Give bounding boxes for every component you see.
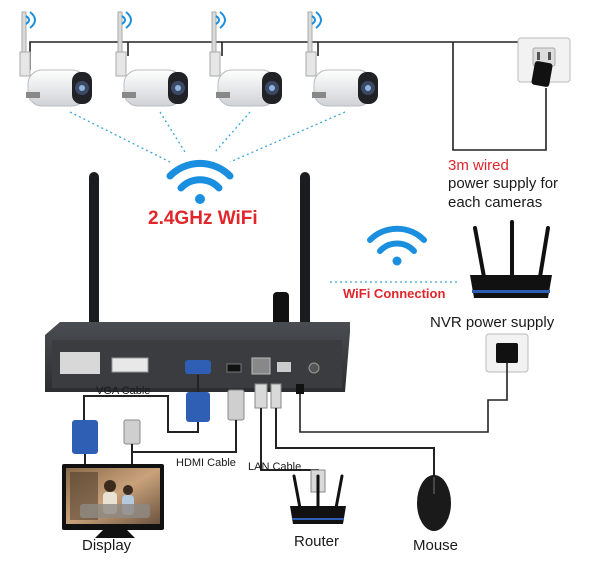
mouse-label: Mouse bbox=[413, 537, 459, 554]
hdmi-cable bbox=[123, 389, 245, 466]
display-label: Display bbox=[82, 537, 132, 554]
wired-description-line2: each cameras bbox=[448, 194, 543, 211]
nvr-power-outlet bbox=[299, 333, 529, 433]
camera-3 bbox=[209, 11, 282, 107]
nvr-antenna-left bbox=[89, 172, 99, 358]
wifi-band-label: 2.4GHz WiFi bbox=[148, 208, 258, 229]
router-top-right bbox=[470, 220, 552, 298]
nvr-antenna-right bbox=[300, 172, 310, 358]
wifi-connection-label: WiFi Connection bbox=[343, 286, 446, 301]
vga-cable bbox=[72, 375, 210, 466]
usb-mouse-cable bbox=[270, 383, 435, 478]
camera-4 bbox=[305, 11, 378, 107]
hdmi-cable-label: HDMI Cable bbox=[176, 457, 236, 469]
lan-cable bbox=[254, 383, 326, 493]
router-bottom bbox=[290, 474, 346, 524]
camera-1 bbox=[19, 11, 92, 107]
wifi-connection-icon bbox=[367, 225, 427, 266]
wifi-icon bbox=[166, 159, 234, 204]
wired-length-label: 3m wired bbox=[448, 157, 509, 174]
camera-power-cable bbox=[29, 41, 547, 151]
wired-description-line1: power supply for bbox=[448, 175, 559, 192]
nvr-power-label: NVR power supply bbox=[430, 314, 555, 331]
camera-wifi-links bbox=[69, 111, 460, 283]
vga-cable-label: VGA Cable bbox=[96, 385, 151, 397]
display-monitor bbox=[62, 464, 164, 538]
camera-power-outlet bbox=[517, 37, 571, 87]
camera-2 bbox=[115, 11, 188, 107]
mouse-device bbox=[417, 475, 451, 531]
router-label: Router bbox=[294, 533, 340, 550]
lan-cable-label: LAN Cable bbox=[248, 461, 302, 473]
